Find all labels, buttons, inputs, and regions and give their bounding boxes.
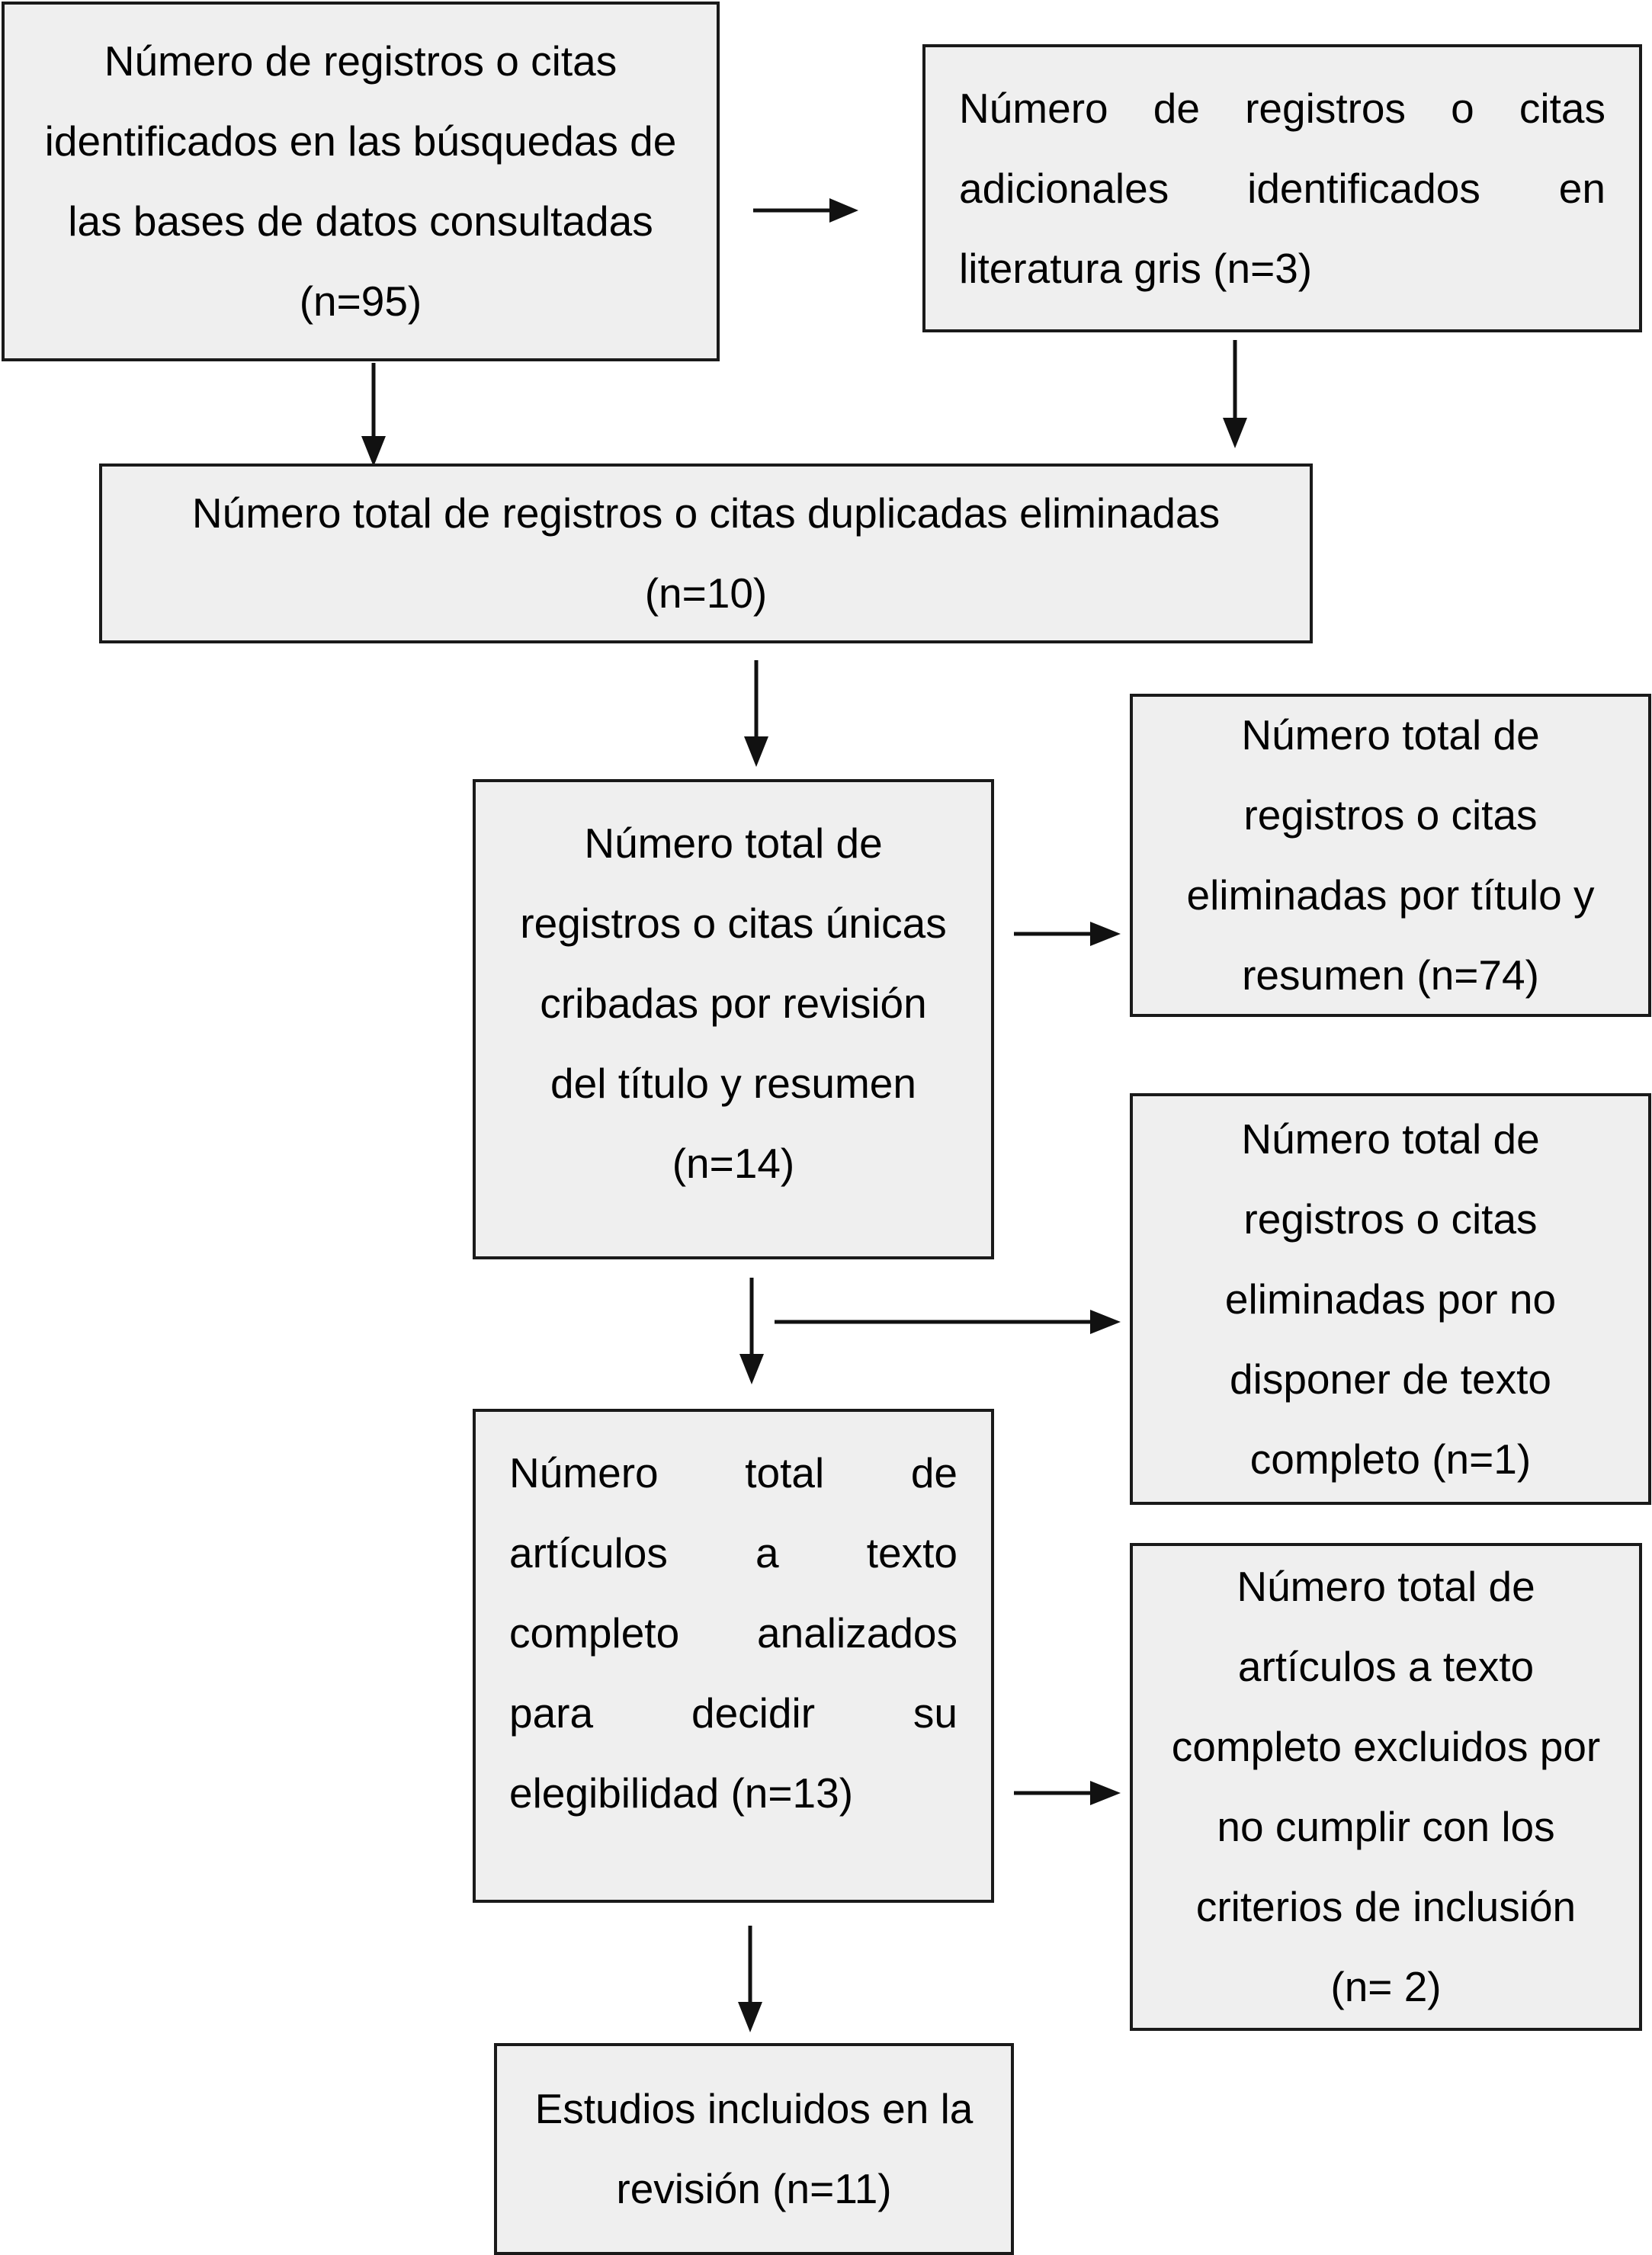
- box-screened-text: Número total de registros o citas únicas…: [520, 820, 947, 1187]
- box-included: Estudios incluidos en la revisión (n=11): [494, 2043, 1014, 2255]
- arrow-additional-to-duplicates: [1223, 340, 1247, 448]
- box-screened: Número total de registros o citas únicas…: [473, 779, 994, 1259]
- arrow-screened-to-excluded-title: [1014, 922, 1121, 946]
- box-excluded-no-fulltext: Número total de registros o citas elimin…: [1130, 1093, 1651, 1505]
- box-additional-grey-literature: Número de registros o citas adicionales …: [922, 44, 1642, 332]
- box-additional-grey-literature-text: Número de registros o citas adicionales …: [959, 84, 1605, 292]
- arrow-identified-to-duplicates: [361, 363, 386, 467]
- box-fulltext-excluded: Número total de artículos a texto comple…: [1130, 1543, 1642, 2031]
- box-fulltext-assessed: Número total de artículos a texto comple…: [473, 1409, 994, 1903]
- box-excluded-title-abstract: Número total de registros o citas elimin…: [1130, 694, 1651, 1017]
- arrow-identified-to-additional: [753, 198, 858, 223]
- arrow-screened-to-fulltext: [739, 1278, 764, 1384]
- box-fulltext-excluded-text: Número total de artículos a texto comple…: [1171, 1563, 1601, 2010]
- box-identified-databases: Número de registros o citas identificado…: [2, 2, 720, 361]
- box-fulltext-assessed-text: Número total de artículos a texto comple…: [509, 1449, 958, 1817]
- box-duplicates-removed-text: Número total de registros o citas duplic…: [191, 489, 1221, 617]
- arrow-fulltext-to-included: [738, 1926, 762, 2032]
- arrow-to-excluded-no-fulltext: [775, 1310, 1121, 1334]
- box-excluded-no-fulltext-text: Número total de registros o citas elimin…: [1224, 1115, 1557, 1483]
- box-included-text: Estudios incluidos en la revisión (n=11): [534, 2085, 974, 2212]
- box-excluded-title-abstract-text: Número total de registros o citas elimin…: [1186, 711, 1595, 999]
- arrow-duplicates-to-screened: [744, 660, 768, 767]
- box-identified-databases-text: Número de registros o citas identificado…: [44, 37, 677, 325]
- box-duplicates-removed: Número total de registros o citas duplic…: [99, 464, 1313, 643]
- arrow-fulltext-to-excluded: [1014, 1781, 1121, 1805]
